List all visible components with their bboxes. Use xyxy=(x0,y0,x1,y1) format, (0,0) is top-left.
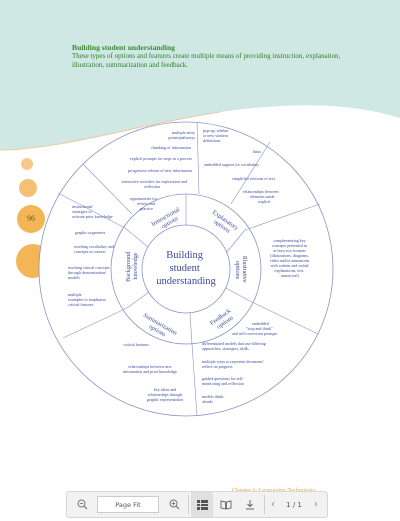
teal-header-band xyxy=(0,0,400,150)
explanatory-item: embedded support for vocabulary xyxy=(204,162,260,167)
zoom-out-icon xyxy=(77,499,87,510)
category-illustrative: Illustrative options xyxy=(234,256,248,284)
viewer-toolbar: Page Fit ‹ 1 / 1 › xyxy=(66,491,328,518)
orange-accent-curve xyxy=(0,111,221,151)
download-button[interactable] xyxy=(239,492,261,517)
next-page-button[interactable]: › xyxy=(309,492,323,517)
page-heading: Building student understanding xyxy=(72,43,175,52)
background-item: graphic organizers xyxy=(75,230,106,235)
page-number: 96 xyxy=(27,214,35,223)
feedback-item: multiple ways to represent document/refl… xyxy=(202,359,264,369)
wheel-center-title: Building student understanding xyxy=(156,250,216,287)
summarization-item: critical features xyxy=(123,342,149,347)
ring-dividers xyxy=(124,194,249,345)
feedback-item: differentiated models that use differing… xyxy=(202,341,266,352)
chevron-right-icon: › xyxy=(314,499,318,510)
zoom-in-button[interactable] xyxy=(163,492,185,517)
download-icon xyxy=(246,500,254,510)
zoom-in-icon xyxy=(169,499,179,510)
category-background: Background knowledge xyxy=(125,250,139,282)
explanatory-item: links xyxy=(253,149,261,154)
explanatory-item: simplified versions of text xyxy=(232,176,276,181)
zoom-level-field[interactable]: Page Fit xyxy=(97,496,159,513)
zoom-out-button[interactable] xyxy=(71,492,93,517)
thumbnail-grid-icon xyxy=(196,499,208,510)
page-indicator: 1 / 1 xyxy=(286,500,302,509)
instructional-item: interactive activities for exploration a… xyxy=(122,179,187,189)
instructional-item: progressive release of new information xyxy=(128,168,192,173)
previous-page-button[interactable]: ‹ xyxy=(267,492,279,517)
page-number-circle xyxy=(17,205,45,233)
wheel-dividers xyxy=(57,121,321,417)
feedback-item: models think-alouds xyxy=(202,394,225,404)
decor-circle-small-2 xyxy=(19,179,37,197)
feedback-item: embedded"stop and think"and self-correct… xyxy=(232,321,278,336)
intro-paragraph: These types of options and features crea… xyxy=(72,52,341,69)
instructional-item: chunking of information xyxy=(151,145,191,150)
open-book-icon xyxy=(220,499,232,510)
instructional-item: explicit prompts for steps in a process xyxy=(130,156,192,161)
decor-circle-small-1 xyxy=(21,158,33,170)
chevron-left-icon: ‹ xyxy=(271,499,275,510)
illustrative-item: complementing key concepts presented in … xyxy=(270,238,311,278)
thumbnail-view-button[interactable] xyxy=(191,492,213,517)
book-view-button[interactable] xyxy=(215,492,237,517)
feedback-item: guided questions for self-monitoring and… xyxy=(202,376,244,386)
